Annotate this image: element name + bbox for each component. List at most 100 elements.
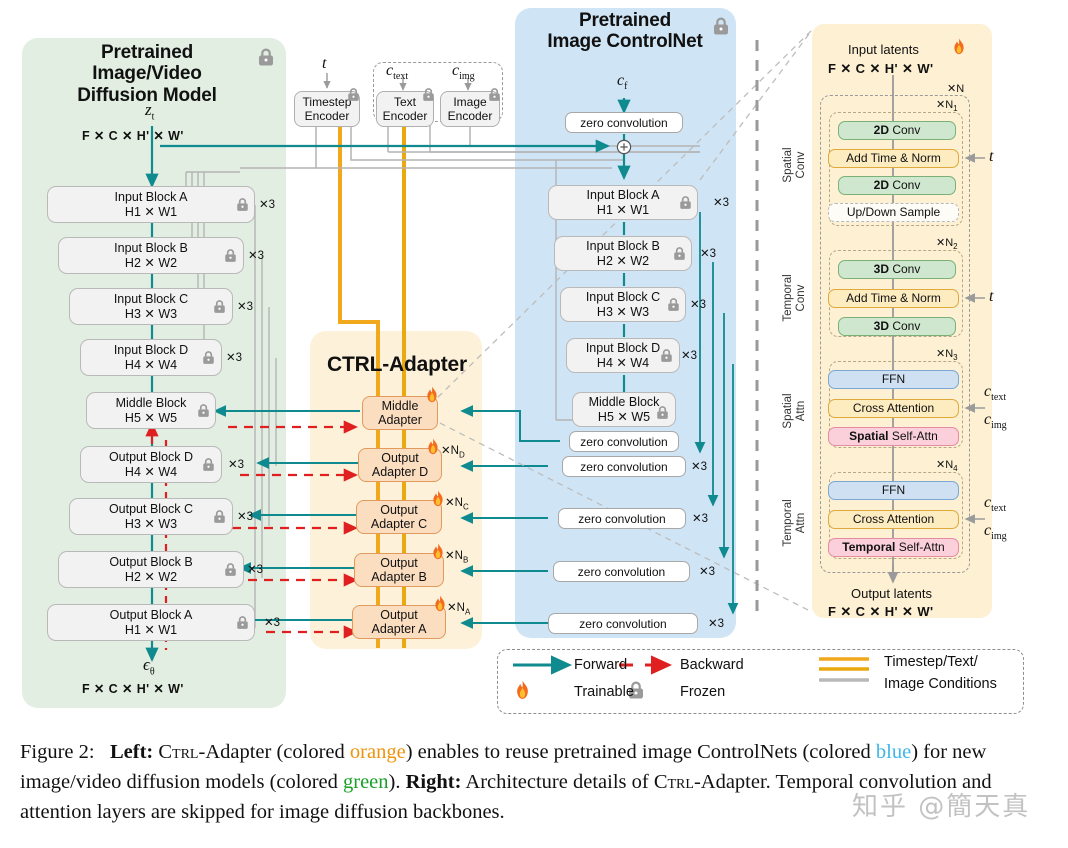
layer-cross-attention-spatial[interactable]: Cross Attention [828,399,959,418]
repeat-count: ✕3 [259,199,276,211]
blue-title-line1: Pretrained [579,10,671,31]
lock-icon [256,47,273,66]
output-adapter-d[interactable]: Output Adapter D [358,448,442,482]
layer-add-time-norm-1[interactable]: Add Time & Norm [828,149,959,168]
lock-icon [212,509,227,524]
timestep-label-spatial: t [989,148,994,165]
left-block-output-b[interactable]: Output Block B H2 ✕ W2 [58,551,244,588]
ctext-label-spatial: ctext [984,383,1007,404]
ctext-label-temporal: ctext [984,494,1007,515]
output-noise-symbol: ϵθ [143,655,155,678]
left-block-input-a[interactable]: Input Block A H1 ✕ W1 [47,186,255,223]
outer-repeat-group [820,95,970,573]
flame-icon [432,595,447,612]
right-input-dims: F ✕ C ✕ H' ✕ W' [828,61,934,76]
repeat-count: ✕3 [708,618,725,630]
output-adapter-c[interactable]: Output Adapter C [356,500,442,534]
controlnet-condition-label: cf [617,72,628,93]
left-block-output-d[interactable]: Output Block D H4 ✕ W4 [80,446,222,483]
lock-icon [201,457,216,472]
repeat-count: ✕3 [226,352,243,364]
left-block-output-a[interactable]: Output Block A H1 ✕ W1 [47,604,255,641]
timestep-label-temporal: t [989,288,994,305]
input-latent-symbol: zt [145,100,155,123]
layer-up-down-sample[interactable]: Up/Down Sample [828,203,959,222]
repeat-count: ✕3 [228,459,245,471]
zero-convolution-d[interactable]: zero convolution [562,456,686,477]
layer-3d-conv-1[interactable]: 3D Conv [838,260,956,279]
lock-icon [196,403,211,418]
layer-add-time-norm-2[interactable]: Add Time & Norm [828,289,959,308]
zero-convolution-a[interactable]: zero convolution [548,613,698,634]
lock-icon [201,350,216,365]
temporal-conv-repeat: ✕N2 [936,237,958,252]
repeat-count: ✕3 [681,350,698,362]
input-latent-dims: F ✕ C ✕ H' ✕ W' [82,129,184,143]
right-output-dims: F ✕ C ✕ H' ✕ W' [828,604,934,619]
lock-icon [655,405,670,420]
layer-3d-conv-2[interactable]: 3D Conv [838,317,956,336]
lock-icon [223,248,238,263]
lock-icon [235,615,250,630]
layer-2d-conv-2[interactable]: 2D Conv [838,176,956,195]
caption-figure-number: Figure 2: [20,741,95,763]
layer-cross-attention-temporal[interactable]: Cross Attention [828,510,959,529]
flame-icon [430,490,445,507]
repeat-count: ✕3 [691,461,708,473]
controlnet-block-input-c[interactable]: Input Block C H3 ✕ W3 [560,287,686,322]
repeat-count: ✕NB [445,550,469,565]
cimg-label-temporal: cimg [984,522,1007,543]
controlnet-block-input-d[interactable]: Input Block D H4 ✕ W4 [566,338,680,373]
plus-circle-icon [616,139,632,155]
legend-trainable-label: Trainable [574,684,634,700]
left-block-middle[interactable]: Middle Block H5 ✕ W5 [86,392,216,429]
layer-ffn-spatial[interactable]: FFN [828,370,959,389]
right-input-latents-label: Input latents [848,42,919,57]
flame-icon [951,38,966,55]
lock-icon [235,197,250,212]
pretrained-image-controlnet-panel [515,8,736,638]
output-adapter-a[interactable]: Output Adapter A [352,605,446,639]
zero-convolution-c[interactable]: zero convolution [558,508,686,529]
layer-spatial-self-attn[interactable]: Spatial Self-Attn [828,427,959,446]
lock-icon [666,297,681,312]
flame-icon [513,680,532,701]
text-image-encoder-group [373,62,503,122]
left-block-input-c[interactable]: Input Block C H3 ✕ W3 [69,288,233,325]
layer-temporal-self-attn[interactable]: Temporal Self-Attn [828,538,959,557]
text-encoder[interactable]: Text Encoder [376,91,434,127]
blue-panel-title: Pretrained Image ControlNet [512,10,738,53]
layer-ffn-temporal[interactable]: FFN [828,481,959,500]
controlnet-block-input-a[interactable]: Input Block A H1 ✕ W1 [548,185,698,220]
layer-2d-conv-1[interactable]: 2D Conv [838,121,956,140]
repeat-count: ✕3 [713,197,730,209]
output-adapter-b[interactable]: Output Adapter B [354,553,444,587]
repeat-count: ✕3 [247,564,264,576]
zero-convolution-middle[interactable]: zero convolution [569,431,679,452]
green-title-line2: Image/Video [92,63,202,85]
repeat-count: ✕3 [700,248,717,260]
watermark: 知乎 @簡天真 [852,792,1031,822]
green-title-line3: Diffusion Model [77,84,217,106]
lock-icon [659,348,674,363]
left-block-input-b[interactable]: Input Block B H2 ✕ W2 [58,237,244,274]
zero-convolution-b[interactable]: zero convolution [553,561,690,582]
repeat-count: ✕3 [692,513,709,525]
temporal-attn-repeat: ✕N4 [936,459,958,474]
controlnet-input-zero-convolution[interactable]: zero convolution [565,112,683,133]
timestep-input-label: t [322,55,327,72]
repeat-count: ✕NC [445,497,469,512]
controlnet-block-input-b[interactable]: Input Block B H2 ✕ W2 [554,236,692,271]
repeat-count: ✕3 [264,617,281,629]
left-block-output-c[interactable]: Output Block C H3 ✕ W3 [69,498,233,535]
green-panel-title: Pretrained Image/Video Diffusion Model [34,42,260,106]
lock-icon [672,246,687,261]
repeat-count: ✕ND [441,445,465,460]
repeat-count: ✕3 [237,511,254,523]
left-block-input-d[interactable]: Input Block D H4 ✕ W4 [80,339,222,376]
spatial-conv-repeat: ✕N1 [936,99,958,114]
controlnet-block-middle[interactable]: Middle Block H5 ✕ W5 [572,392,676,427]
middle-adapter[interactable]: Middle Adapter [362,396,438,430]
